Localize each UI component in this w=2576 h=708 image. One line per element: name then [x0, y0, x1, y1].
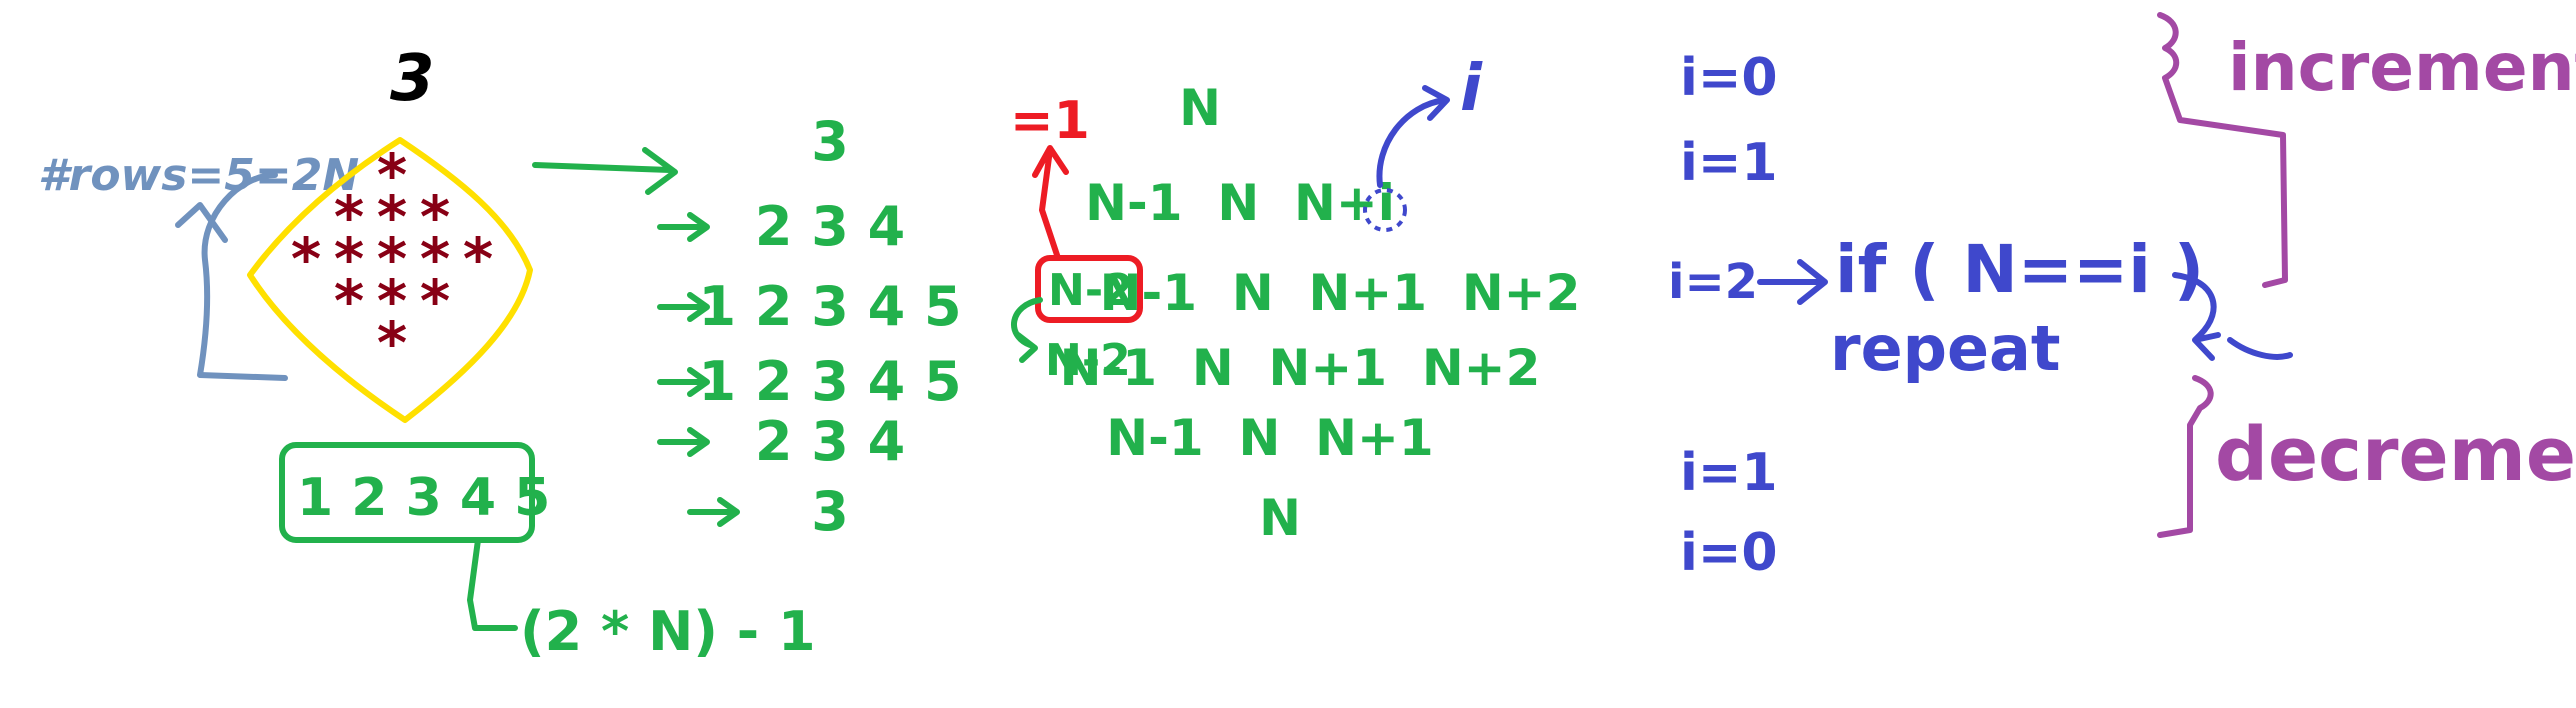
star-mark: *	[377, 225, 407, 293]
star-mark: *	[377, 309, 407, 377]
number-pyramid-row: 2 3 4	[755, 410, 905, 473]
i-pointer-arrow	[1376, 85, 1450, 188]
sequence-box-text: 1 2 3 4 5	[297, 468, 550, 528]
row-arrow	[687, 497, 740, 527]
n-pyramid-row: N	[1179, 79, 1221, 137]
number-pyramid-row: 1 2 3 4 5	[698, 350, 961, 413]
rows-note-arrowhead	[175, 202, 228, 243]
decrement-label: decrement	[2215, 412, 2576, 498]
loop-repeat: repeat	[1830, 312, 2061, 385]
increment-label: increment	[2228, 29, 2576, 106]
number-pyramid: 32 3 41 2 3 4 51 2 3 4 52 3 43	[657, 110, 962, 543]
n-minus-2-row4: N-2	[1045, 335, 1131, 386]
decrement-bracket	[2157, 375, 2214, 538]
loop-line-4: i=1	[1680, 443, 1778, 503]
star-mark: *	[420, 267, 450, 335]
number-pyramid-row: 2 3 4	[755, 195, 905, 258]
increment-bracket	[2157, 12, 2288, 288]
rows-note: #rows=5=2N	[38, 150, 359, 201]
number-pyramid-row: 1 2 3 4 5	[698, 275, 961, 338]
diamond-to-pyramid-arrow	[532, 147, 678, 195]
row-arrow	[657, 427, 710, 457]
loop-line-1: i=0	[1680, 48, 1778, 108]
loop-line-5: i=0	[1680, 523, 1778, 583]
red-note-arrow	[1032, 145, 1069, 261]
loop-arrow	[1757, 259, 1828, 305]
n-pyramid-row: N-1 N N+1 N+2	[1100, 264, 1581, 322]
star-diamond: *************	[291, 141, 493, 377]
i-highlight-circle	[1363, 188, 1407, 232]
formula-arrow	[467, 537, 518, 631]
row-arrow	[657, 212, 710, 242]
blue-note-i: i	[1460, 52, 1483, 126]
star-mark: *	[420, 225, 450, 293]
star-mark: *	[377, 267, 407, 335]
n-pyramid-row: N	[1259, 489, 1301, 547]
star-mark: *	[334, 225, 364, 293]
red-note: =1	[1010, 91, 1090, 151]
swap-arrow	[2172, 272, 2293, 361]
loop-line-3: i=2	[1668, 254, 1758, 310]
row-arrow	[657, 367, 710, 397]
n-pyramid: NN-1 N N+iN-1 N N+1 N+2N-1 N N+1 N+2N-1 …	[1045, 79, 1580, 547]
sequence-box	[279, 442, 535, 543]
n-value-label: 3	[390, 42, 435, 116]
number-pyramid-row: 3	[811, 480, 849, 543]
number-pyramid-row: 3	[811, 110, 849, 173]
n-pyramid-row: N-1 N N+1	[1106, 409, 1433, 467]
star-mark: *	[463, 225, 493, 293]
star-mark: *	[377, 141, 407, 209]
n-pyramid-row: N-1 N N+i	[1085, 174, 1395, 232]
star-mark: *	[334, 267, 364, 335]
star-mark: *	[420, 183, 450, 251]
diamond-outline	[247, 137, 533, 423]
formula-text: (2 * N) - 1	[520, 600, 816, 663]
loop-condition: if ( N==i )	[1835, 231, 2204, 308]
n-minus-2-highlight-box	[1035, 255, 1143, 323]
star-mark: *	[291, 225, 321, 293]
n-pyramid-row: N-1 N N+1 N+2	[1060, 339, 1541, 397]
rows-note-arrow	[197, 172, 288, 381]
star-mark: *	[377, 183, 407, 251]
n-minus-2-boxed: N-2	[1048, 265, 1134, 316]
row-arrow	[657, 292, 710, 322]
loop-line-2: i=1	[1680, 133, 1778, 193]
row-shift-arrow	[1011, 297, 1043, 363]
star-mark: *	[334, 183, 364, 251]
